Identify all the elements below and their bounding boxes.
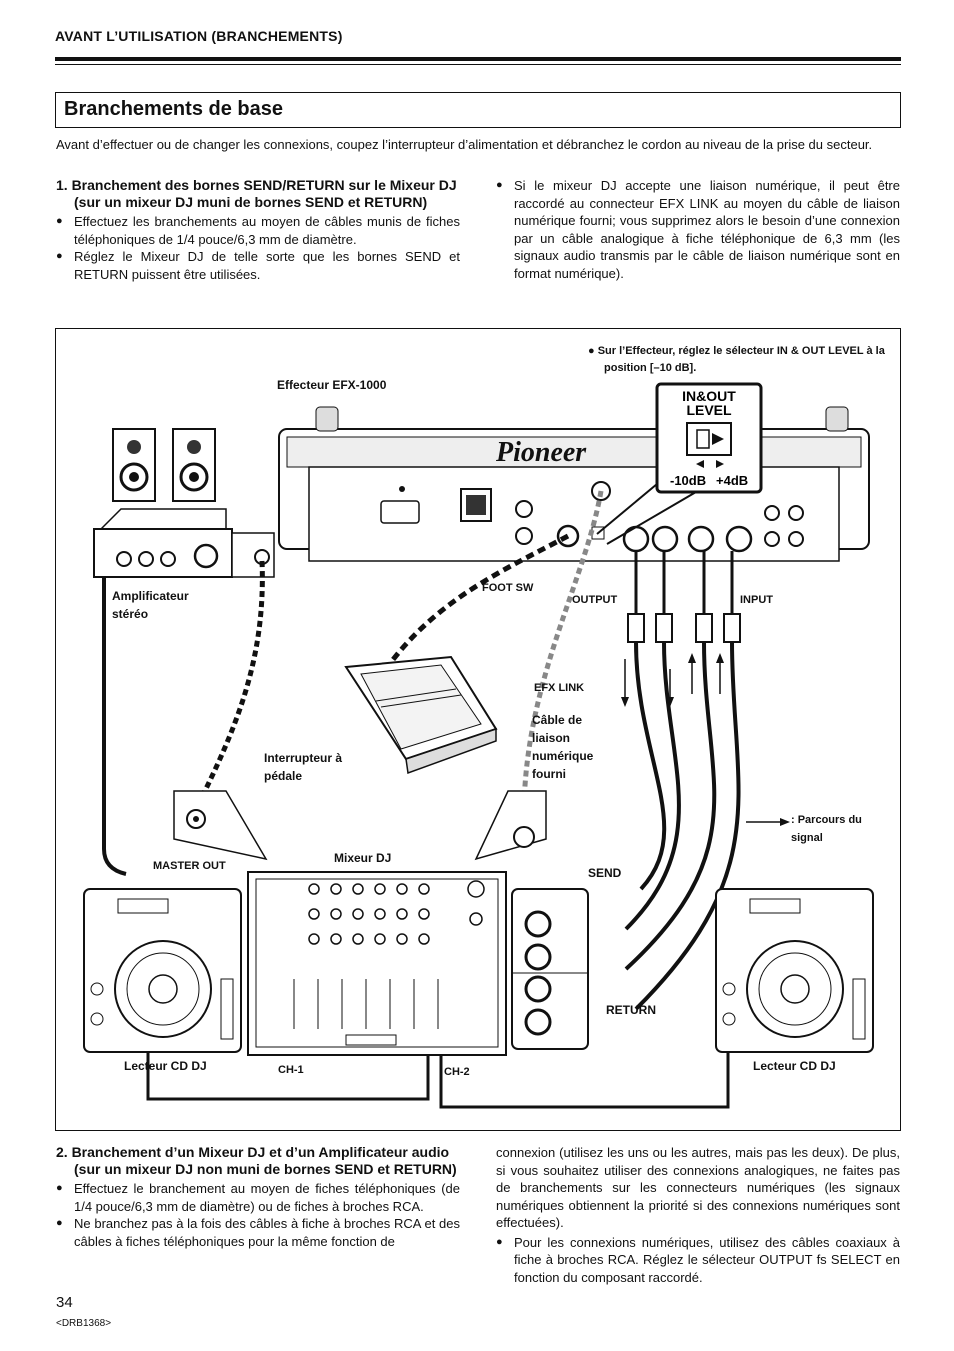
efx-link-connector-icon <box>474 790 547 861</box>
intro-paragraph: Avant d’effectuer ou de changer les conn… <box>56 137 873 152</box>
diagram-note-text: Sur l’Effecteur, réglez le sélecteur IN … <box>597 345 885 374</box>
header-rule-thick <box>55 57 901 61</box>
connection-diagram: Pioneer IN&OUT LEVEL <box>55 328 901 1131</box>
pedal-label: Interrupteur à pédale <box>264 751 343 783</box>
effector-label: Effecteur EFX-1000 <box>277 378 387 392</box>
level-title-2: LEVEL <box>686 402 732 418</box>
section1-right-column: Si le mixeur DJ accepte une liaison numé… <box>496 177 900 282</box>
section1-title: 1. Branchement des bornes SEND/RETURN su… <box>56 177 457 210</box>
section1-left-column: 1. Branchement des bornes SEND/RETURN su… <box>56 177 460 283</box>
section1-bullet-2: Réglez le Mixeur DJ de telle sorte que l… <box>56 248 460 283</box>
amplifier-label: Amplificateur stéréo <box>112 589 189 621</box>
efx-link-label: EFX LINK <box>534 682 585 694</box>
diagram-note: ● Sur l’Effecteur, réglez le sélecteur I… <box>588 345 885 374</box>
level-selector-callout: IN&OUT LEVEL -10dB +4dB <box>596 382 763 545</box>
legend-label: : Parcours du signal <box>791 814 862 844</box>
document-code: <DRB1368> <box>56 1318 112 1329</box>
section2-left-column: 2. Branchement d’un Mixeur DJ et d’un Am… <box>56 1144 460 1250</box>
section-header: AVANT L’UTILISATION (BRANCHEMENTS) <box>55 28 343 44</box>
page-title: Branchements de base <box>64 98 283 120</box>
ch1-label: CH-1 <box>278 1064 304 1076</box>
output-input-plugs <box>627 551 741 643</box>
section2-bullet-1: Effectuez le branchement au moyen de fic… <box>56 1180 460 1215</box>
cd-right-label: Lecteur CD DJ <box>753 1059 836 1073</box>
effector-device-icon: Pioneer <box>278 406 870 562</box>
master-out-connector-icon <box>173 790 268 861</box>
mixer-label: Mixeur DJ <box>334 851 392 865</box>
output-label: OUTPUT <box>572 594 618 606</box>
amplifier-icon <box>93 508 275 578</box>
master-out-label: MASTER OUT <box>153 860 226 872</box>
foot-sw-label: FOOT SW <box>482 582 534 594</box>
dj-mixer-icon <box>247 871 507 1056</box>
ch2-label: CH-2 <box>444 1066 470 1078</box>
speaker-right-icon <box>172 428 216 502</box>
section2-right-column: connexion (utilisez les uns ou les autre… <box>496 1144 900 1286</box>
section2-continuation: connexion (utilisez les uns ou les autre… <box>496 1145 900 1230</box>
cd-player-left-icon <box>83 888 242 1053</box>
header-rule-thin <box>55 64 901 65</box>
level-minus: -10dB <box>670 473 706 488</box>
page-number: 34 <box>56 1294 73 1311</box>
cd-player-right-icon <box>715 888 874 1053</box>
diagram-artwork: Pioneer IN&OUT LEVEL <box>83 382 874 1109</box>
section1-bullet-right: Si le mixeur DJ accepte une liaison numé… <box>496 177 900 282</box>
title-box <box>55 92 901 128</box>
input-label: INPUT <box>740 594 773 606</box>
foot-pedal-icon <box>344 655 498 775</box>
level-title-1: IN&OUT <box>682 388 736 404</box>
speaker-left-icon <box>112 428 156 502</box>
send-return-panel-icon <box>511 888 589 1050</box>
section2-bullet-right: Pour les connexions numériques, utilisez… <box>496 1234 900 1287</box>
section2-bullet-2: Ne branchez pas à la fois des câbles à f… <box>56 1215 460 1250</box>
send-label: SEND <box>588 866 622 880</box>
pioneer-logo: Pioneer <box>495 437 587 468</box>
section1-bullet-1: Effectuez les branchements au moyen de c… <box>56 213 460 248</box>
return-label: RETURN <box>606 1003 656 1017</box>
level-plus: +4dB <box>716 473 748 488</box>
section2-title: 2. Branchement d’un Mixeur DJ et d’un Am… <box>56 1144 457 1177</box>
cable-label: Câble de liaison numérique fourni <box>532 713 594 781</box>
cd-left-label: Lecteur CD DJ <box>124 1059 207 1073</box>
